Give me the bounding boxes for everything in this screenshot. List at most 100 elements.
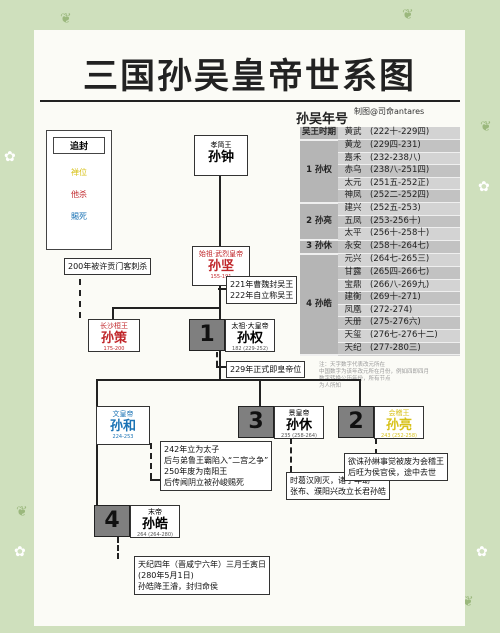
annotation-line: 242年立为太子 <box>164 445 220 454</box>
connector-line <box>96 379 360 381</box>
flower-icon: ✿ <box>14 544 26 560</box>
era-table-title: 孙吴年号 <box>296 112 349 127</box>
annotation-sun-he: 242年立为太子 后与弟鲁王霸陷入“二宫之争” 250年废为南阳王 后传闻阴立被… <box>160 441 273 491</box>
era-row: 天册(275-276六) <box>300 316 460 330</box>
node-sun-xiu: 景皇帝 孙休 235 (258-264) <box>274 406 324 439</box>
node-name: 孙休 <box>285 418 312 433</box>
legend-heading: 追封 <box>53 137 105 154</box>
annotation-line: (280年5月1日) <box>138 571 194 580</box>
node-sun-zhong: 孝简王 孙钟 <box>194 135 248 176</box>
era-ruler: 吴王时期 <box>300 127 339 141</box>
node-title: 长沙桓王 <box>100 322 128 330</box>
era-years: (269十-271) <box>368 291 460 305</box>
node-name: 孙和 <box>109 419 136 434</box>
era-name: 建衡 <box>338 291 369 305</box>
era-row: 吴王时期黄武(222十-229四) <box>300 127 460 141</box>
note-line: 为人所知 <box>319 383 342 389</box>
leaf-icon: ❦ <box>402 7 414 23</box>
leaf-icon: ❦ <box>480 119 492 135</box>
era-name: 嘉禾 <box>338 152 369 166</box>
era-table: 吴王时期黄武(222十-229四)1 孙权黄龙(229四-231)嘉禾(232-… <box>300 127 460 356</box>
era-years: (253-256十) <box>368 215 460 229</box>
title-rule <box>40 100 460 102</box>
connector-line <box>219 286 221 308</box>
annotation-line: 时葛汉刚灭，诸子年幼 <box>290 476 370 485</box>
era-row: 4 孙皓元兴(264七-265三) <box>300 253 460 356</box>
era-row: 2 孙亮建兴(252五-253) <box>300 202 460 242</box>
note-line: 中国数字为该年改元所在月份，例如四即四月 <box>319 369 430 375</box>
annotation-line: 222年自立称吴王 <box>230 291 294 300</box>
dashed-connector <box>290 438 292 472</box>
emperor-number-badge: 4 <box>94 505 130 537</box>
annotation-sun-ce: 200年被许贡门客刺杀 <box>64 258 152 275</box>
dashed-connector <box>150 479 160 481</box>
era-name: 宝鼎 <box>338 279 369 293</box>
node-sun-ce: 长沙桓王 孙策 175-200 <box>88 319 140 352</box>
era-row: 嘉禾(232-238八) <box>300 152 460 166</box>
dashed-connector <box>79 268 81 318</box>
era-name: 太平 <box>338 227 369 241</box>
era-years: (252五-253) <box>368 202 460 216</box>
era-years: (277-280三) <box>368 342 460 356</box>
node-sun-he: 文皇帝 孙和 224-253 <box>96 406 150 445</box>
node-name: 孙坚 <box>207 259 234 274</box>
connector-line <box>112 307 114 319</box>
era-ruler: 3 孙休 <box>300 240 339 255</box>
annotation-line: 后旺为侯官侯，途中去世 <box>348 468 436 477</box>
annotation-sun-hao: 天纪四年（晋咸宁六年）三月壬寅日 (280年5月1日) 孙皓降王濬，封归命侯 <box>134 556 270 595</box>
era-years: (258十-264七) <box>368 240 460 255</box>
dashed-connector <box>375 438 377 455</box>
era-ruler: 4 孙皓 <box>300 253 339 356</box>
node-name: 孙策 <box>100 331 127 346</box>
connector-line <box>219 307 221 319</box>
node-years: 224-253 <box>112 434 134 440</box>
node-years: 182 (229-252) <box>232 346 268 352</box>
era-name: 天册 <box>338 316 369 330</box>
era-row: 甘露(265四-266七) <box>300 266 460 280</box>
node-title: 孝简王 <box>210 141 232 149</box>
annotation-sun-quan-emperor: 229年正式即皇帝位 <box>226 361 306 378</box>
node-title: 末帝 <box>148 508 162 516</box>
era-row: 太平(256十-258十) <box>300 227 460 241</box>
era-years: (222十-229四) <box>368 127 460 141</box>
legend: 追封 禅位 他杀 賜死 <box>46 130 112 250</box>
node-name: 孙钟 <box>207 150 234 165</box>
era-ruler: 1 孙权 <box>300 139 339 204</box>
legend-item-ordered-death: 賜死 <box>71 212 87 221</box>
flower-icon: ✿ <box>476 544 488 560</box>
era-row: 凤凰(272-274) <box>300 304 460 318</box>
node-sun-hao: 末帝 孙皓 264 (264-280) <box>130 505 180 538</box>
era-name: 永安 <box>338 240 369 255</box>
leaf-icon: ❦ <box>462 594 474 610</box>
dashed-connector <box>216 366 226 368</box>
era-years: (275-276六) <box>368 316 460 330</box>
annotation-sun-quan-king: 221年曹魏封吴王 222年自立称吴王 <box>226 276 298 304</box>
era-row: 1 孙权黄龙(229四-231) <box>300 139 460 204</box>
era-name: 甘露 <box>338 266 369 280</box>
annotation-line: 后与弟鲁王霸陷入“二宫之争” <box>164 456 269 465</box>
connector-line <box>259 379 261 406</box>
era-years: (238八-251四) <box>368 164 460 178</box>
annotation-line: 250年废为南阳王 <box>164 467 228 476</box>
era-row: 五凤(253-256十) <box>300 215 460 229</box>
dashed-connector <box>150 443 152 479</box>
annotation-line: 孙皓降王濬，封归命侯 <box>138 582 218 591</box>
node-years: 235 (258-264) <box>281 433 317 439</box>
era-years: (229四-231) <box>368 139 460 153</box>
era-name: 神凤 <box>338 189 369 204</box>
era-table-note: 注：天字数字代表改元所在 中国数字为该年改元所在月份，例如四即四月 数字转换公历… <box>319 362 461 390</box>
era-name: 天纪 <box>338 342 369 356</box>
node-sun-quan: 太祖·大皇帝 孙权 182 (229-252) <box>225 319 275 352</box>
node-title: 文皇帝 <box>112 410 134 418</box>
node-name: 孙皓 <box>141 517 168 532</box>
connector-line <box>96 379 98 406</box>
era-row: 太元(251五-252正) <box>300 177 460 191</box>
era-years: (276七-276十二) <box>368 329 460 343</box>
emperor-number-badge: 2 <box>338 406 374 438</box>
era-row: 宝鼎(266八-269九) <box>300 279 460 293</box>
era-name: 太元 <box>338 177 369 191</box>
era-name: 黄武 <box>338 127 369 141</box>
era-years: (266八-269九) <box>368 279 460 293</box>
diagram-title: 三国孙吴皇帝世系图 <box>82 56 416 97</box>
node-years: 155-191 <box>210 274 232 280</box>
